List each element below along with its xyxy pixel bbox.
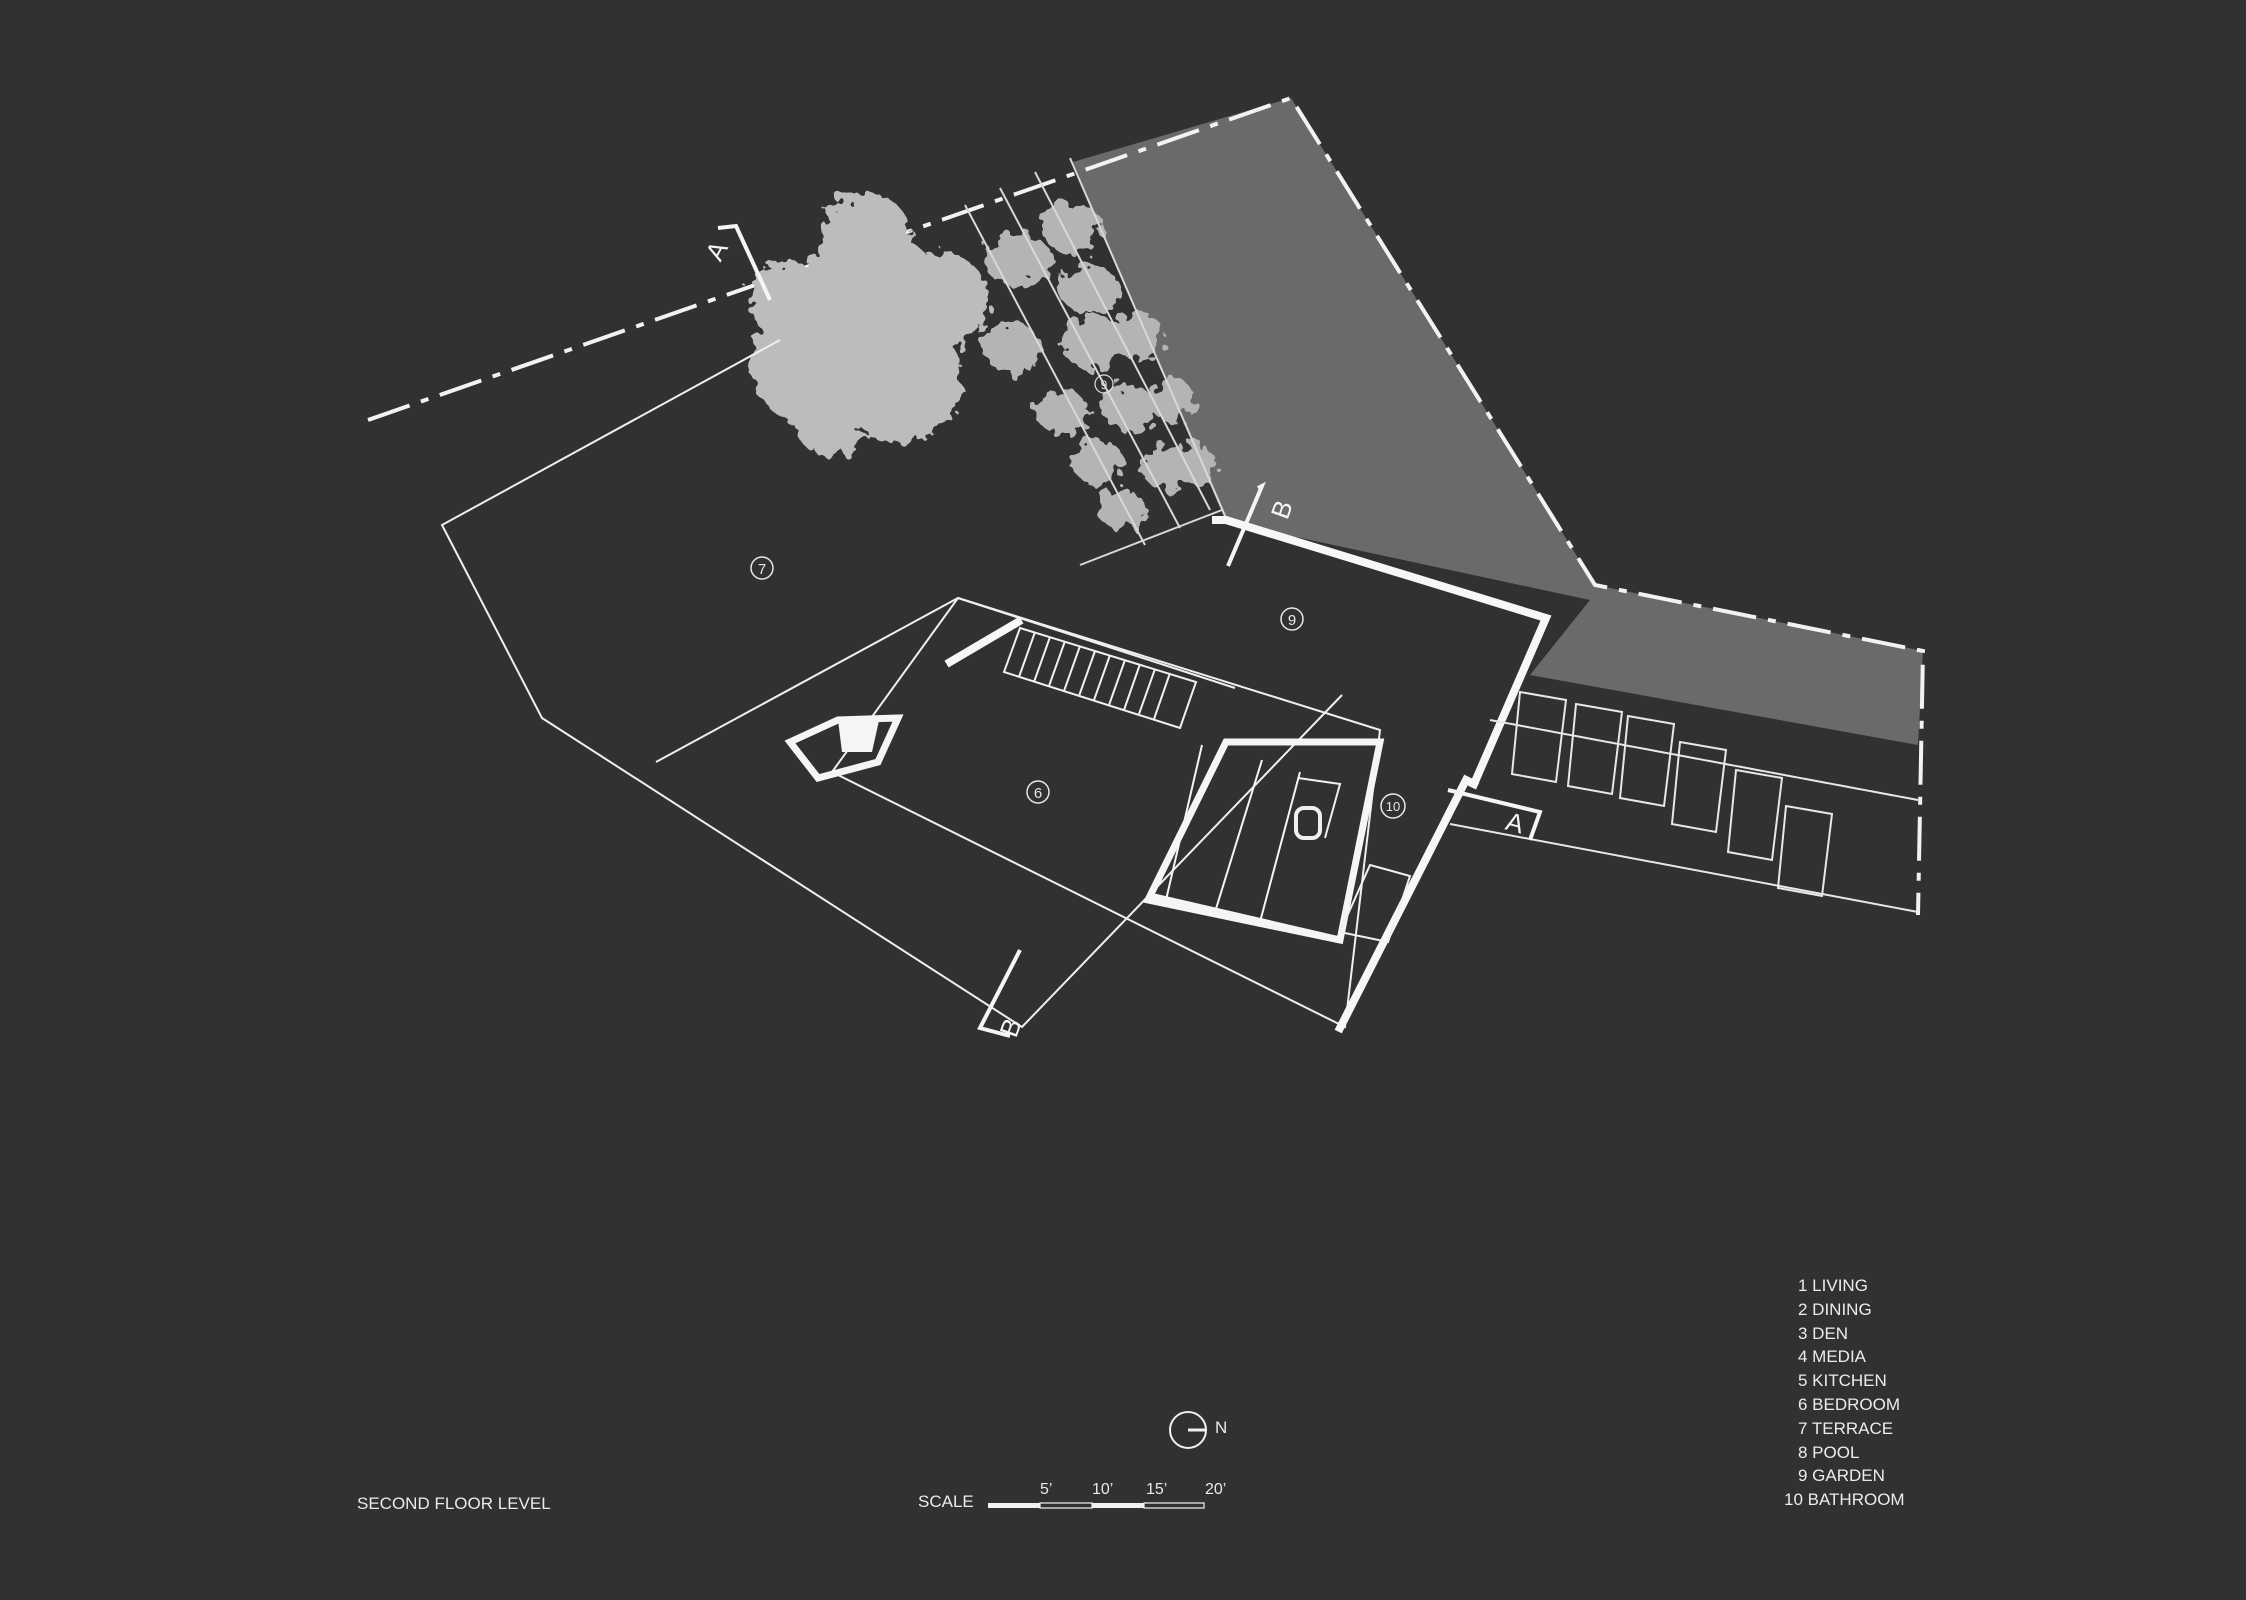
room-number-bedroom: 6 (1026, 780, 1050, 804)
legend-item: 6 BEDROOM (1798, 1394, 1901, 1414)
legend-item: 4 MEDIA (1798, 1347, 1867, 1367)
north-label: N (1215, 1418, 1228, 1437)
legend-item: 2 DINING (1798, 1299, 1872, 1319)
tree-canopy (750, 192, 988, 456)
svg-text:10: 10 (1386, 799, 1400, 814)
section-marker-a-west (717, 223, 772, 301)
room-number-bathroom: 10 (1380, 793, 1406, 819)
room-number-garden-2: 9 (1094, 374, 1114, 394)
bathroom-fixtures (1294, 777, 1412, 944)
parking-bays (1449, 690, 1919, 913)
room-number-garden: 9 (1280, 607, 1304, 631)
svg-text:7: 7 (758, 561, 766, 578)
scale-tick-10: 10’ (1092, 1481, 1114, 1498)
sheet-title: SECOND FLOOR LEVEL (357, 1494, 551, 1513)
section-label-a-2: A (1503, 806, 1528, 840)
room-number-terrace: 7 (750, 556, 774, 580)
scale-label: SCALE (918, 1492, 974, 1511)
garden-rows (964, 157, 1227, 566)
svg-text:9: 9 (1101, 378, 1108, 392)
stair (1002, 626, 1198, 730)
legend-item: 9 GARDEN (1798, 1466, 1885, 1486)
fireplace (784, 714, 904, 782)
bedroom-volume (830, 596, 1382, 1029)
property-line (367, 95, 1926, 916)
legend-item: 3 DEN (1798, 1323, 1849, 1343)
legend-item: 5 KITCHEN (1798, 1371, 1887, 1391)
site-grey-area (1073, 98, 1923, 745)
inner-terrace-edge (655, 596, 1236, 763)
legend-item: 7 TERRACE (1798, 1418, 1894, 1438)
closet (1142, 738, 1385, 945)
north-arrow-icon (1169, 1411, 1207, 1449)
terrace-outline (440, 339, 1343, 1029)
section-label-b-2: B (993, 1014, 1027, 1041)
legend-item: 8 POOL (1798, 1442, 1860, 1462)
scale-tick-5: 5’ (1040, 1481, 1053, 1498)
legend-item: 1 LIVING (1798, 1276, 1868, 1295)
scale-tick-15: 15’ (1146, 1481, 1168, 1498)
scale-tick-20: 20’ (1205, 1481, 1227, 1498)
walls (944, 516, 1552, 1034)
legend-item: 10 BATHROOM (1784, 1490, 1905, 1510)
room-legend: 1 LIVING 2 DINING 3 DEN 4 MEDIA 5 KITCHE… (1784, 1274, 1905, 1512)
garden-shrubs (984, 202, 1215, 530)
section-marker-a-east (1447, 788, 1543, 841)
section-marker-b-south (977, 949, 1022, 1038)
svg-text:6: 6 (1034, 785, 1042, 802)
section-label-a-1: A (699, 235, 734, 265)
section-marker-b-north (1226, 481, 1266, 567)
svg-text:9: 9 (1288, 612, 1296, 629)
scale-bar (988, 1502, 1205, 1509)
